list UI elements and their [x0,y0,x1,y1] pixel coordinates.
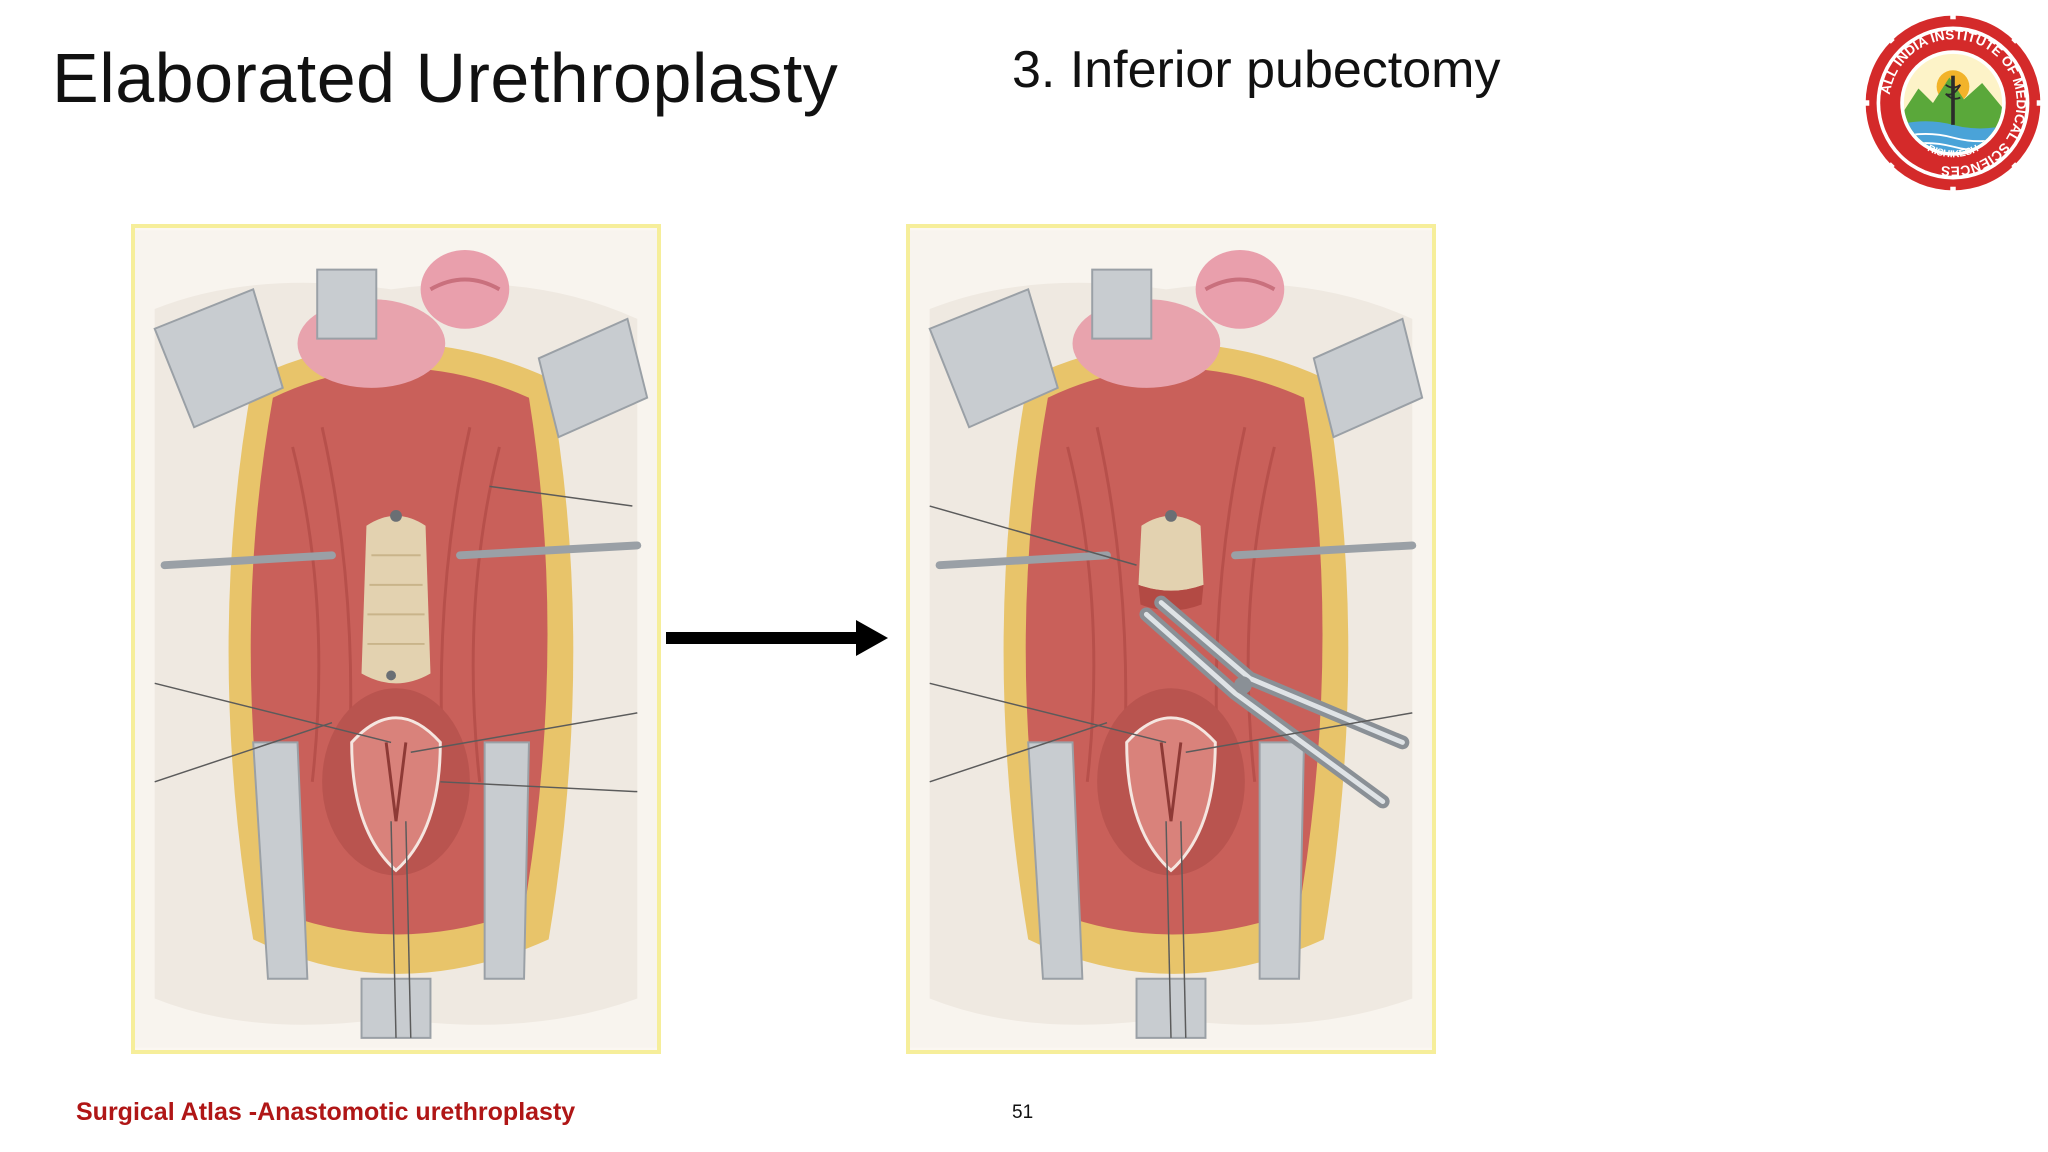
page-number: 51 [1012,1102,1034,1123]
surgical-illustration-icon [135,230,657,1048]
institute-logo-icon: ALL INDIA INSTITUTE OF MEDICAL SCIENCES … [1862,12,2044,194]
figure-before [131,224,661,1054]
logo-bottom-text: RISHIKESH [1926,143,1981,160]
arrow-right-icon [666,620,888,656]
footer-source: Surgical Atlas -Anastomotic urethroplast… [76,1098,576,1126]
slide-subtitle: 3. Inferior pubectomy [1012,41,1501,99]
svg-text:RISHIKESH: RISHIKESH [1926,143,1981,160]
figure-after [906,224,1436,1054]
slide-title: Elaborated Urethroplasty [52,39,839,117]
surgical-illustration-forceps-icon [910,230,1432,1048]
